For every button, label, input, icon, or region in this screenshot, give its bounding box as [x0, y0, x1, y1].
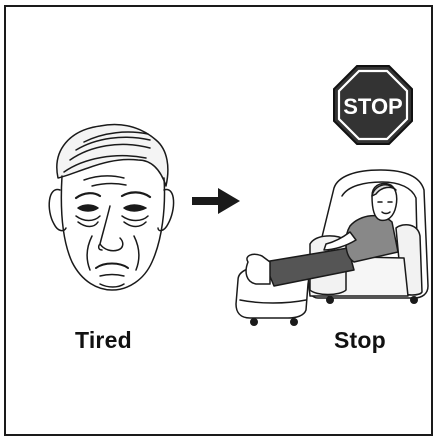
right-arrow-icon: [192, 188, 240, 214]
stop-sign-icon: STOP: [334, 66, 412, 144]
caption-tired: Tired: [75, 327, 132, 354]
tired-old-man-face-icon: [49, 125, 173, 290]
man-resting-in-recliner-icon: [236, 170, 428, 326]
stop-sign-text: STOP: [343, 94, 403, 119]
caption-stop: Stop: [334, 327, 386, 354]
